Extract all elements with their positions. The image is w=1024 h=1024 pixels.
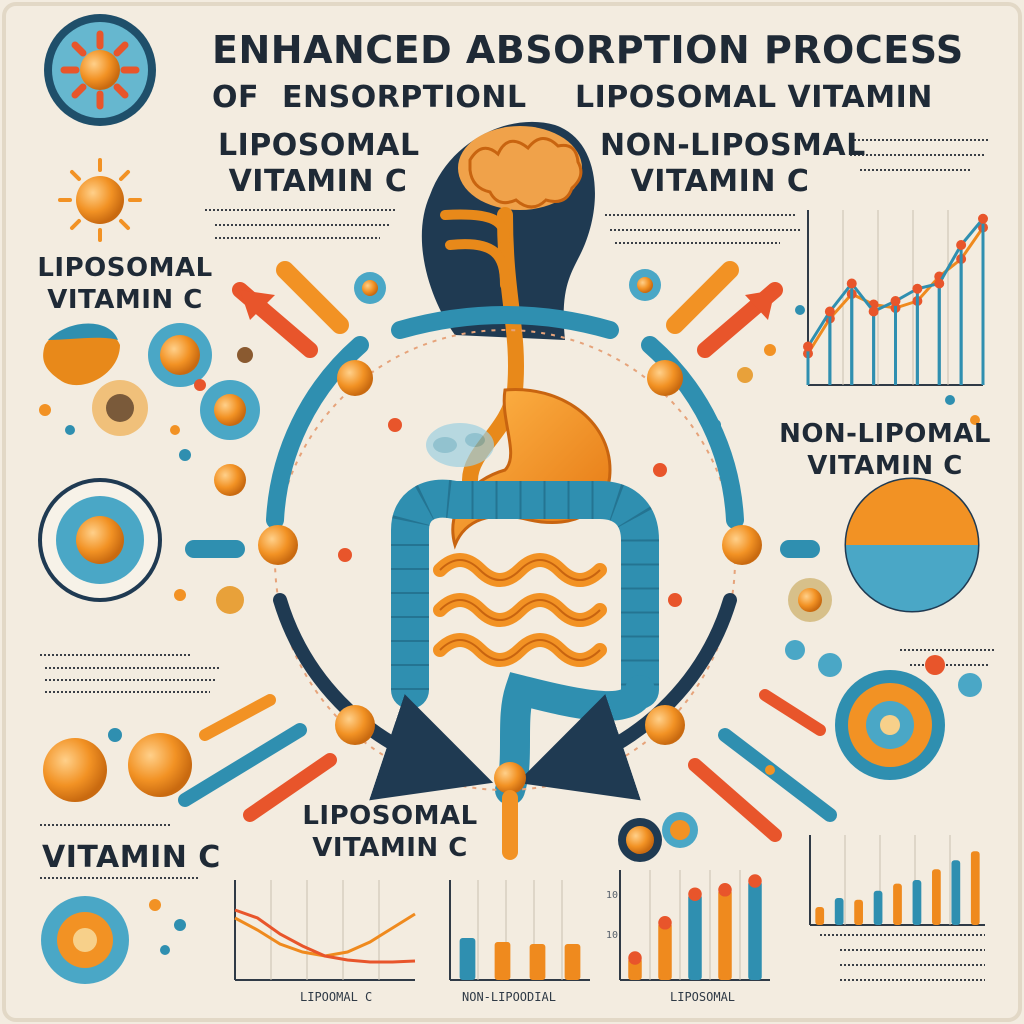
line-chart-top-right [803,210,988,386]
liposome-medallion-top-left [44,14,156,126]
chart-4-bar [834,898,844,925]
chart-2-bar-cap [628,951,642,965]
chart-3-point [890,296,901,306]
chart-2-bar [718,889,732,980]
title-line-1: ENHANCED ABSORPTION PROCESS [212,28,964,72]
label-bottom-center-line-1: LIPOSOMAL [302,801,478,831]
label-top-right-line-2: VITAMIN C [630,164,810,199]
arrow-decorations [178,261,837,842]
chart-2-bar-cap [718,883,732,897]
chart-2-ytick-1: 10 [606,890,619,901]
chart-3-point [868,306,879,317]
chart-3-point [846,278,857,289]
chart-4-bar [912,880,922,925]
chart-1-xlabel: NON-LIPOODIAL [462,990,556,1004]
chart-2-bar-cap [748,874,762,888]
scribble-lines [40,139,995,981]
bar-chart-non-liposomal [449,880,590,981]
chart-2-bar [688,894,702,980]
chart-0-xlabel: LIPOOMAL C [300,990,373,1004]
label-left-side-line-1: LIPOSOMAL [37,253,213,283]
chart-3-point [912,283,923,294]
chart-1-bar [564,944,581,980]
chart-1-bar [529,944,546,980]
label-top-left-line-1: LIPOSOMAL [218,128,420,163]
sun-icon [58,158,142,242]
chart-4-bar [893,883,902,925]
chart-1-bar [459,938,476,980]
chart-3-point [824,306,835,317]
liposome-icon-right [354,269,982,862]
label-top-right-line-1: NON-LIPOSMAL [600,128,866,163]
microbe-cluster [426,423,494,467]
label-right-side-line-2: VITAMIN C [807,451,963,481]
chart-2-bar-cap [658,916,672,930]
chart-4-bar [854,899,863,925]
chart-4-bar [970,851,980,925]
absorption-cycle [258,306,762,860]
chart-3-point [978,213,988,224]
title-line-2-suffix: LIPOSOMAL VITAMIN [575,80,933,115]
bar-chart-bottom-right [809,835,985,926]
bar-chart-liposomal [619,870,770,981]
chart-2-ytick-2: 10 [606,930,619,941]
chart-4-bar [951,860,961,925]
chart-4-bar [815,907,825,925]
label-left-side-line-2: VITAMIN C [47,285,203,315]
label-right-side-line-1: NON-LIPOMAL [779,419,991,449]
chart-1-bar [494,942,511,980]
chart-3-point [934,278,945,289]
chart-4-bar [932,869,941,925]
liposome-icon [38,323,260,984]
chart-4-bar [873,890,883,925]
chart-0-series-1-line [234,908,416,964]
decorative-dots [39,305,980,955]
chart-3-point [956,240,967,250]
label-bottom-center-line-2: VITAMIN C [312,833,468,863]
chart-2-bar-cap [688,887,702,901]
chart-3-point [803,341,813,352]
chart-2-bar [658,922,672,980]
label-bottom-left: VITAMIN C [42,840,221,875]
label-top-left-line-2: VITAMIN C [228,164,408,199]
title-line-2-middle: ENSORPTIONL [282,80,527,115]
brain-icon [458,126,583,210]
chart-2-bar [748,881,762,980]
title-line-2-prefix: OF [212,80,259,115]
chart-2-xlabel: LIPOSOMAL [670,990,736,1004]
line-chart-liposomal [234,880,416,981]
